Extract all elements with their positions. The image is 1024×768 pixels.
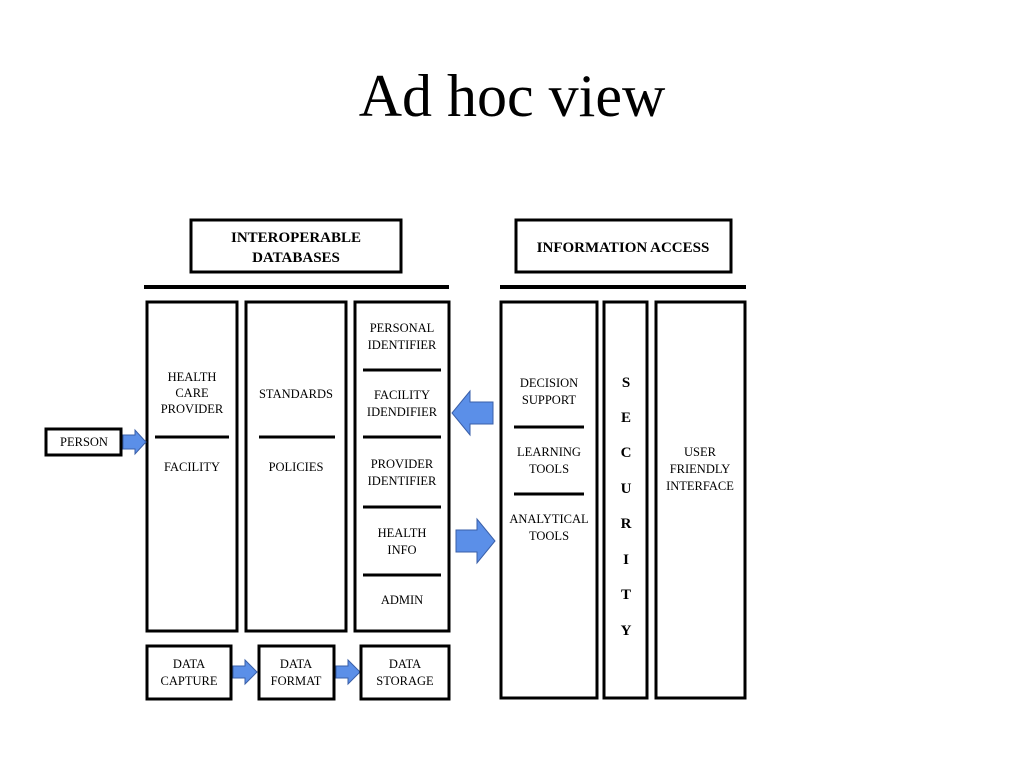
ui-line1: USER — [684, 445, 717, 459]
security-letter: T — [621, 587, 631, 603]
security-letter: S — [622, 375, 630, 391]
data-capture-box — [145, 644, 233, 701]
col3-health-line2: INFO — [387, 543, 416, 557]
person-box — [44, 427, 123, 457]
col2-bottom-label: POLICIES — [269, 460, 324, 474]
col1-top-line3: PROVIDER — [161, 402, 224, 416]
col3-provider-line1: PROVIDER — [371, 457, 434, 471]
col4-analytical-line2: TOOLS — [529, 529, 569, 543]
col3-personal-line2: IDENTIFIER — [368, 338, 437, 352]
security-letter: C — [621, 445, 632, 461]
decision-support-column — [499, 300, 599, 700]
security-letter: Y — [621, 623, 632, 639]
col3-health-line1: HEALTH — [378, 526, 427, 540]
user-interface-column — [654, 300, 747, 700]
left-arrow-icon — [451, 389, 494, 437]
health-care-provider-column — [145, 300, 239, 633]
right-arrow-icon — [455, 517, 496, 565]
col3-admin-label: ADMIN — [381, 593, 423, 607]
col3-facility-line2: IDENDIFIER — [367, 405, 438, 419]
data-storage-line2: STORAGE — [376, 674, 434, 688]
security-letter: R — [621, 516, 632, 532]
data-format-box — [257, 644, 336, 701]
data-format-line1: DATA — [280, 657, 312, 671]
standards-column — [244, 300, 348, 633]
col4-decision-line2: SUPPORT — [522, 393, 576, 407]
interoperable-header-box — [189, 218, 403, 274]
data-storage-box — [359, 644, 451, 701]
col4-learning-line1: LEARNING — [517, 445, 581, 459]
col1-top-line2: CARE — [175, 386, 209, 400]
col1-bottom-label: FACILITY — [164, 460, 220, 474]
information-access-header-box — [514, 218, 733, 274]
col4-analytical-line1: ANALYTICAL — [509, 512, 588, 526]
col3-provider-line2: IDENTIFIER — [368, 474, 437, 488]
ui-line3: INTERFACE — [666, 479, 734, 493]
col4-learning-line2: TOOLS — [529, 462, 569, 476]
security-letter: I — [623, 552, 629, 568]
interoperable-header-line1: INTEROPERABLE — [231, 230, 361, 246]
interoperable-header-line2: DATABASES — [252, 250, 340, 266]
data-capture-line1: DATA — [173, 657, 205, 671]
data-storage-line1: DATA — [389, 657, 421, 671]
person-label: PERSON — [60, 435, 108, 449]
security-letter: E — [621, 410, 631, 426]
data-format-line2: FORMAT — [271, 674, 322, 688]
flow-arrow-icon — [232, 658, 258, 686]
person-arrow-icon — [122, 428, 147, 456]
security-column — [602, 300, 649, 700]
security-letter: U — [621, 481, 632, 497]
flow-arrow-icon — [335, 658, 361, 686]
col3-personal-line1: PERSONAL — [370, 321, 435, 335]
information-access-header: INFORMATION ACCESS — [537, 240, 710, 256]
data-capture-line2: CAPTURE — [161, 674, 218, 688]
ui-line2: FRIENDLY — [670, 462, 731, 476]
col1-top-line1: HEALTH — [168, 370, 217, 384]
col2-top-label: STANDARDS — [259, 387, 333, 401]
col4-decision-line1: DECISION — [520, 376, 578, 390]
slide-title: Ad hoc view — [358, 63, 666, 129]
col3-facility-line1: FACILITY — [374, 388, 430, 402]
